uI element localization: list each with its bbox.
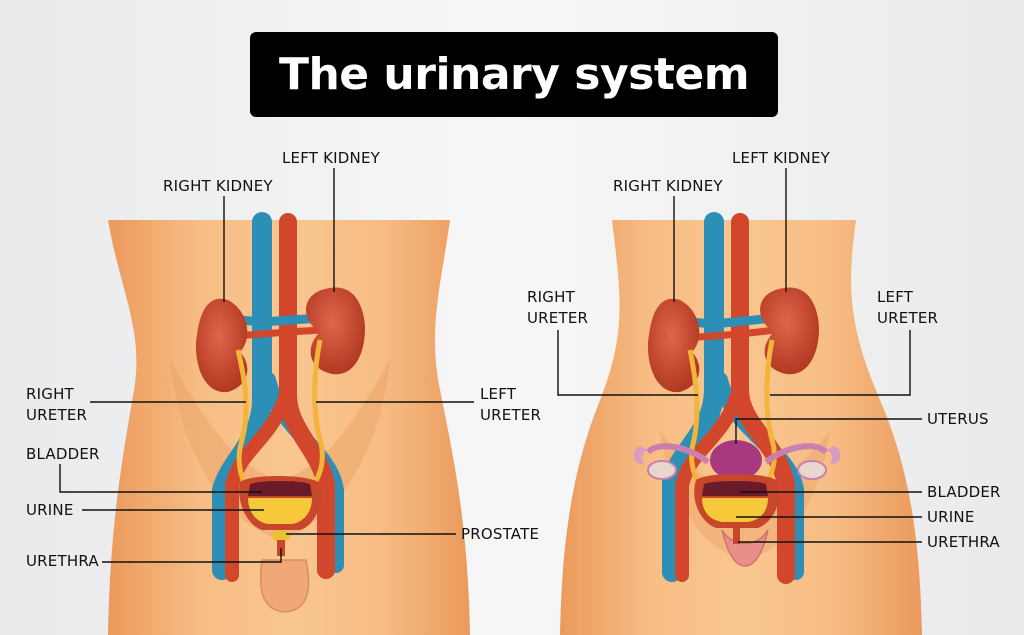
- female-figure: [560, 212, 922, 635]
- male-genitals: [259, 559, 310, 613]
- male-label-right-kidney: RIGHT KIDNEY: [163, 177, 273, 195]
- leader-lines: [59, 168, 922, 563]
- female-fallopian-tubes: [645, 443, 829, 465]
- male-label-prostate: PROSTATE: [461, 525, 540, 543]
- male-label-right-ureter: RIGHT URETER: [26, 385, 88, 424]
- male-label-bladder: BLADDER: [26, 445, 100, 463]
- male-left-kidney: [306, 287, 365, 375]
- page-title: The urinary system: [278, 49, 750, 100]
- male-right-ureter: [235, 349, 252, 492]
- male-label-urine: URINE: [26, 501, 74, 519]
- male-bladder-inner: [248, 481, 312, 496]
- male-label-left-kidney: LEFT KIDNEY: [282, 149, 381, 167]
- female-label-left-ureter: LEFT URETER: [877, 288, 939, 327]
- female-urethra: [733, 528, 740, 544]
- female-right-kidney: [647, 298, 700, 393]
- female-renal-vein: [689, 313, 775, 329]
- female-uterus: [710, 440, 762, 480]
- female-urine: [702, 498, 768, 522]
- female-right-ureter-line: [557, 330, 698, 396]
- female-left-ureter-line: [770, 330, 911, 396]
- female-artery-right: [675, 391, 743, 582]
- female-label-urethra: URETHRA: [927, 533, 1000, 551]
- male-artery-left: [225, 393, 291, 582]
- female-fimbriae-left: [826, 446, 841, 465]
- female-vulva: [721, 529, 769, 567]
- male-renal-artery: [235, 326, 323, 340]
- female-label-uterus: UTERUS: [927, 410, 989, 428]
- female-right-ovary: [647, 460, 677, 480]
- female-right-ureter: [687, 349, 706, 490]
- female-bladder-inner: [702, 481, 768, 496]
- female-label-right-ureter: RIGHT URETER: [527, 288, 589, 327]
- male-left-ureter: [306, 339, 325, 492]
- male-bladder-line: [59, 464, 262, 493]
- female-label-right-kidney: RIGHT KIDNEY: [613, 177, 723, 195]
- female-label-left-kidney: LEFT KIDNEY: [732, 149, 831, 167]
- female-left-ovary: [797, 460, 827, 480]
- female-renal-artery: [685, 326, 777, 342]
- male-prostate: [272, 530, 290, 542]
- female-left-ureter: [758, 339, 777, 491]
- female-fimbriae-right: [633, 446, 648, 465]
- female-label-bladder: BLADDER: [927, 483, 1001, 501]
- male-right-kidney: [195, 298, 248, 393]
- male-renal-vein: [239, 313, 321, 327]
- female-uterus-line: [735, 418, 922, 444]
- male-urethra-line: [102, 548, 282, 563]
- male-figure: [108, 212, 470, 635]
- female-left-kidney: [760, 287, 819, 375]
- female-label-urine: URINE: [927, 508, 975, 526]
- male-urine: [248, 498, 312, 524]
- male-label-left-ureter: LEFT URETER: [480, 385, 542, 424]
- male-label-urethra: URETHRA: [26, 552, 99, 570]
- title-banner: The urinary system: [250, 32, 778, 117]
